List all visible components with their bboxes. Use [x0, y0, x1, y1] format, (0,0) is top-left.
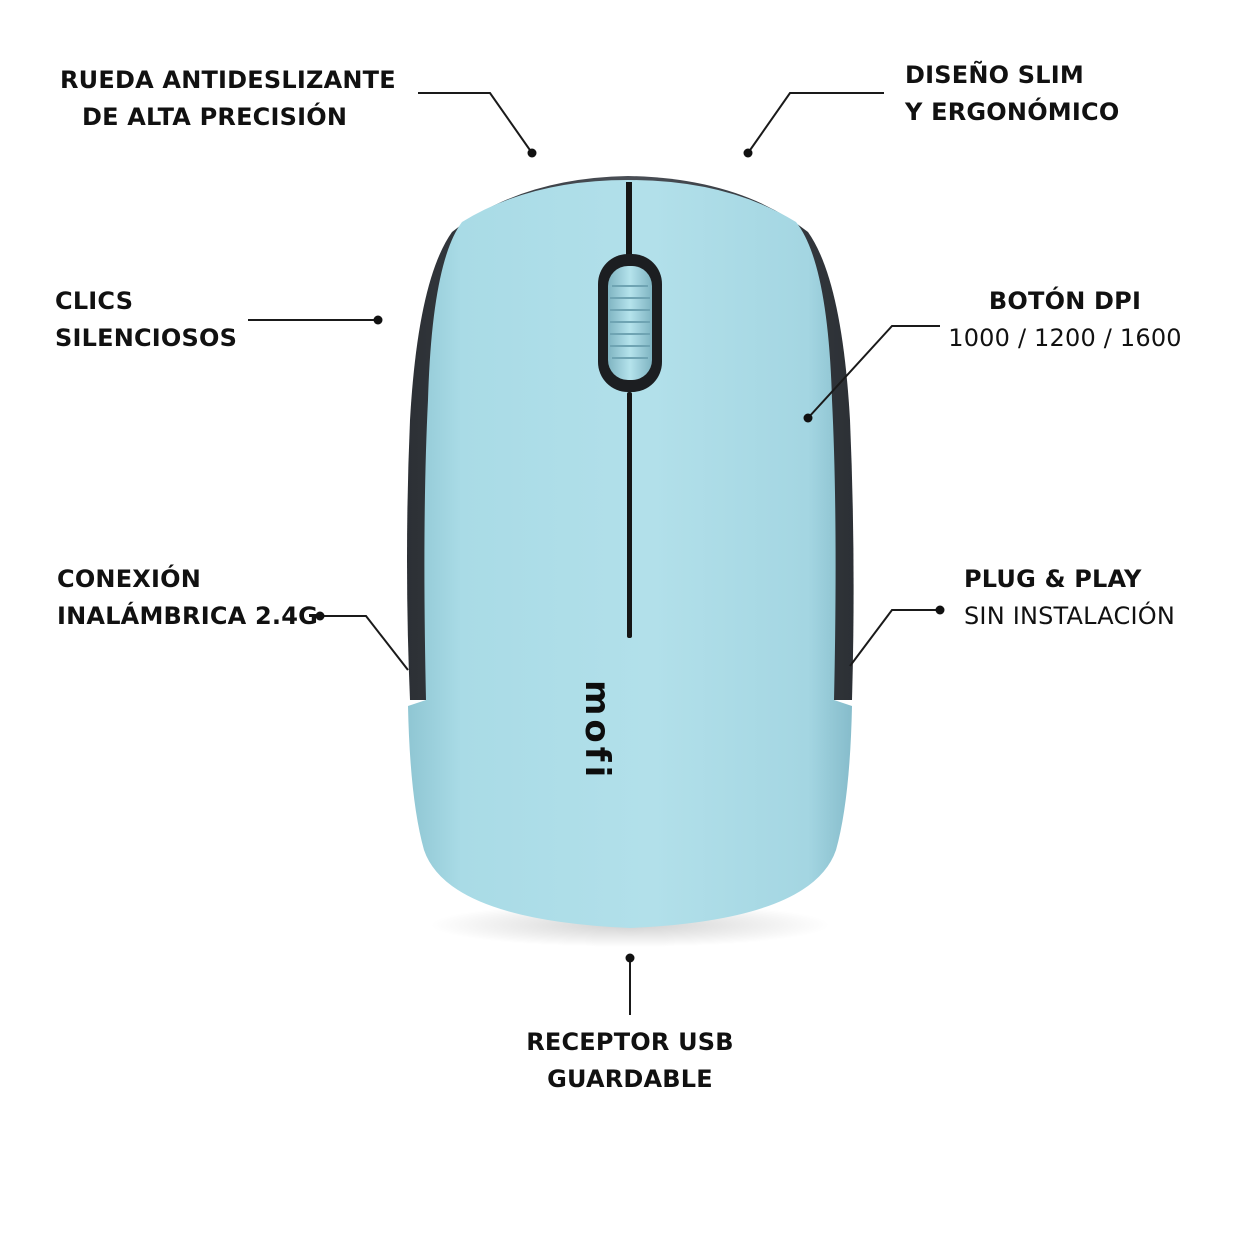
callout-wheel-line2: DE ALTA PRECISIÓN [82, 103, 348, 131]
callout-design: DISEÑO SLIM Y ERGONÓMICO [905, 57, 1119, 131]
callout-receiver: RECEPTOR USB GUARDABLE [500, 1024, 760, 1098]
callout-plug-line1: PLUG & PLAY [964, 565, 1142, 593]
callout-receiver-line1: RECEPTOR USB [526, 1028, 734, 1056]
callout-wireless-line2: INALÁMBRICA 2.4G [57, 602, 319, 630]
callout-leaders [248, 92, 940, 1015]
callout-dpi-line2: 1000 / 1200 / 1600 [948, 324, 1182, 352]
callout-clicks-line2: SILENCIOSOS [55, 324, 238, 352]
callout-design-line2: Y ERGONÓMICO [905, 98, 1120, 126]
callout-clicks: CLICS SILENCIOSOS [55, 283, 237, 357]
button-split-line-lower [627, 392, 632, 638]
callout-wheel-line1: RUEDA ANTIDESLIZANTE [60, 66, 396, 94]
callout-wireless: CONEXIÓN INALÁMBRICA 2.4G [57, 561, 318, 635]
callout-design-line1: DISEÑO SLIM [905, 61, 1084, 89]
callout-plug-line2: SIN INSTALACIÓN [964, 602, 1175, 630]
callout-receiver-line2: GUARDABLE [547, 1065, 713, 1093]
callout-clicks-line1: CLICS [55, 287, 134, 315]
brand-logo: mofi [577, 680, 617, 782]
callout-dots [315, 148, 945, 963]
callout-wireless-line1: CONEXIÓN [57, 565, 202, 593]
button-split-line [626, 182, 632, 256]
callout-plug: PLUG & PLAY SIN INSTALACIÓN [964, 561, 1175, 635]
scroll-wheel-grip [610, 285, 650, 359]
callout-dpi-line1: BOTÓN DPI [988, 287, 1142, 315]
callout-wheel: RUEDA ANTIDESLIZANTE DE ALTA PRECISIÓN [60, 62, 396, 136]
callout-dpi: BOTÓN DPI 1000 / 1200 / 1600 [940, 283, 1190, 357]
